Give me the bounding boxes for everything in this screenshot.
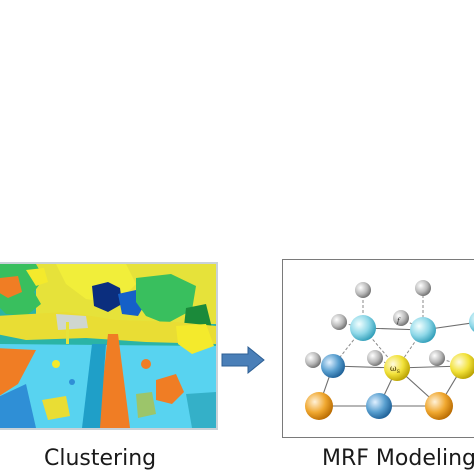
- mrf-node-gray: [415, 280, 431, 296]
- mrf-graph: ωS f: [305, 280, 474, 420]
- segment-yellow-bottom: [42, 396, 70, 420]
- mrf-node-cyan: [410, 317, 436, 343]
- mrf-node-gray: [393, 310, 409, 326]
- segment-olive: [136, 392, 156, 418]
- segment-mid-yellow: [0, 312, 216, 344]
- segment-orange-right: [156, 374, 184, 404]
- mrf-node-cyan: [350, 315, 376, 341]
- node-label-omega: ωS: [390, 364, 401, 375]
- segment-orange-wedge: [0, 348, 36, 396]
- mrf-node-blue-bottom: [366, 393, 392, 419]
- mrf-node-gray: [331, 314, 347, 330]
- segment-pole: [66, 322, 69, 344]
- segment-navy-tree: [92, 282, 122, 312]
- segment-yellow-small: [26, 268, 48, 286]
- mrf-node-gray: [429, 350, 445, 366]
- mrf-model-panel: ωS f: [282, 259, 474, 438]
- segmentation-map: [0, 264, 216, 428]
- mrf-node-orange: [425, 392, 453, 420]
- right-arrow-icon: [221, 345, 265, 375]
- mrf-modeling-caption: MRF Modeling: [322, 446, 474, 471]
- segment-road-orange: [98, 334, 130, 428]
- clustering-image-panel: [0, 262, 218, 430]
- segment-speck: [52, 360, 60, 368]
- mrf-node-yellow: [450, 353, 474, 379]
- mrf-node-gray: [355, 282, 371, 298]
- clustering-caption: Clustering: [44, 446, 157, 471]
- segment-yellow-right: [176, 324, 214, 354]
- segment-gate: [56, 314, 88, 330]
- segment-blue-lower: [0, 384, 36, 428]
- segment-orange-left: [0, 276, 22, 298]
- segment-speck: [141, 359, 151, 369]
- mrf-node-gray: [305, 352, 321, 368]
- mrf-node-orange: [305, 392, 333, 420]
- segment-right-bottom: [186, 392, 216, 428]
- node-label-f: f: [396, 317, 401, 325]
- mrf-node-cyan: [469, 312, 474, 332]
- mrf-node-blue: [321, 354, 345, 378]
- segment-green-right: [136, 274, 196, 324]
- mrf-node-yellow-center: [384, 355, 410, 381]
- segment-speck: [69, 379, 75, 385]
- segment-road-shadow: [82, 344, 106, 428]
- mrf-node-gray: [367, 350, 383, 366]
